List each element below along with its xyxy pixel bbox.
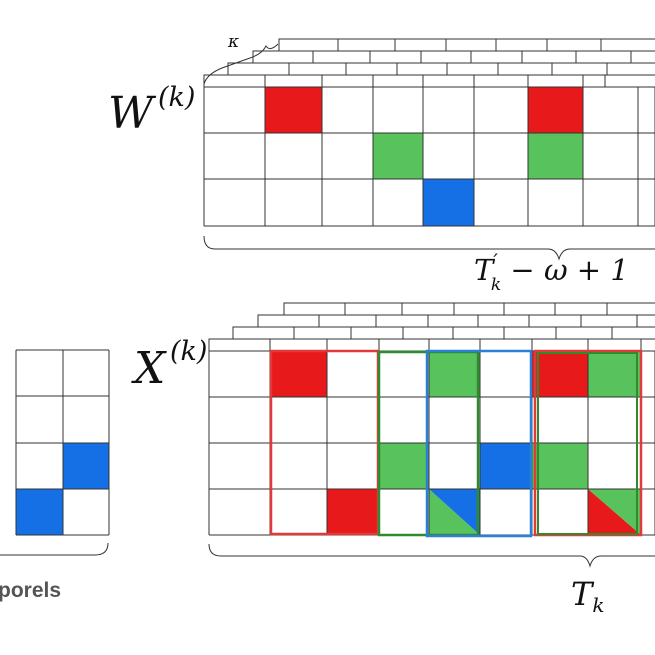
- x-layer-3: [283, 302, 655, 315]
- w-matrix-grid: [203, 86, 655, 227]
- x-matrix-grid: [208, 350, 655, 536]
- x-cell-green: [532, 443, 588, 489]
- x-split-cell-lower: [429, 489, 480, 535]
- window-frame-green-2: [537, 352, 638, 535]
- x-cell-blue: [480, 443, 532, 489]
- w-cell-green: [373, 133, 423, 179]
- x-label-symbol: X: [131, 343, 167, 394]
- x-bottom-main: T: [571, 575, 595, 613]
- w-bottom-main: T: [474, 253, 496, 287]
- left-matrix-grid: [15, 349, 110, 536]
- x-cell-green: [429, 351, 480, 397]
- window-frame-blue-1: [425, 349, 533, 538]
- w-cell-green: [528, 133, 583, 179]
- w-bottom-rest: − ω + 1: [501, 253, 629, 287]
- x-bottom-sub: k: [592, 593, 604, 617]
- x-cell-green: [588, 351, 641, 397]
- x-bottom-label: Tk: [571, 575, 604, 617]
- x-stacked-layers: [208, 302, 655, 351]
- kappa-brace: [203, 43, 279, 85]
- x-cell-red: [270, 351, 327, 397]
- w-label-superscript: (k): [158, 82, 195, 113]
- w-cell-blue: [423, 179, 474, 226]
- left-brace: [0, 542, 109, 556]
- x-layer-2: [257, 314, 655, 327]
- x-layer-0: [208, 338, 655, 351]
- w-cell-red: [265, 87, 322, 133]
- w-bottom-label: T′k − ω + 1: [474, 249, 629, 295]
- w-layer-2: [252, 50, 655, 63]
- w-cell-red: [528, 87, 583, 133]
- x-label-superscript: (k): [170, 336, 207, 367]
- x-brace: [208, 543, 655, 568]
- w-layer-0: [203, 74, 655, 87]
- left-caption: porels: [0, 579, 61, 602]
- w-label-symbol: W: [108, 88, 157, 139]
- x-cell-red: [532, 351, 588, 397]
- w-layer-3: [278, 38, 655, 51]
- w-brace: [203, 235, 655, 261]
- w-layer-1: [227, 62, 655, 75]
- x-layer-1: [232, 326, 655, 339]
- w-stacked-layers: [203, 38, 655, 87]
- kappa-label: κ: [227, 32, 239, 52]
- left-cell-blue: [16, 489, 63, 535]
- x-cell-green: [379, 443, 429, 489]
- left-cell-blue: [63, 443, 109, 489]
- x-cell-red: [327, 489, 379, 535]
- w-bottom-prime: ′: [493, 249, 498, 273]
- x-split-cell-lower: [588, 489, 641, 535]
- w-bottom-sub: k: [491, 275, 501, 295]
